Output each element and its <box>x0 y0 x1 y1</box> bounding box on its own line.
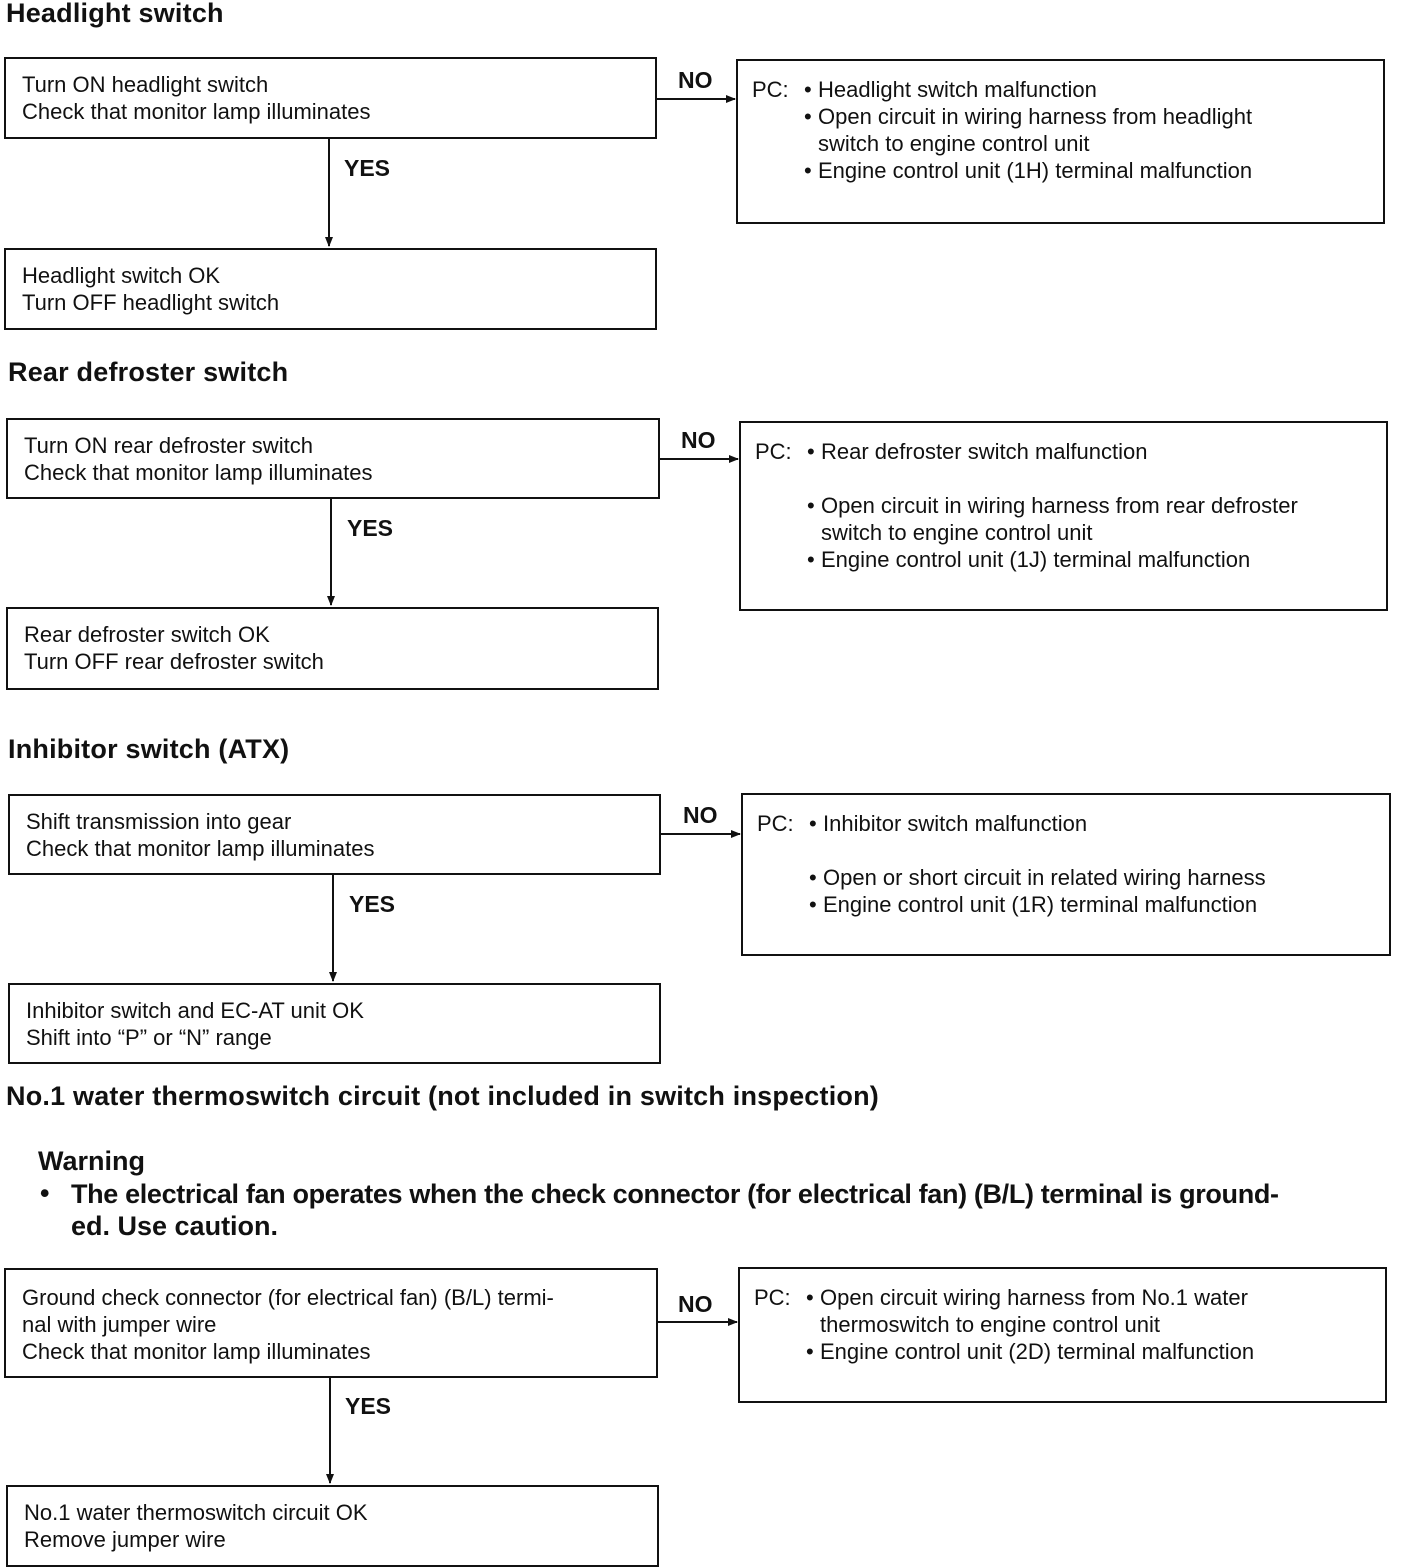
ok-line: Turn OFF rear defroster switch <box>24 649 324 674</box>
yes-label: YES <box>344 155 391 181</box>
check-line: Check that monitor lamp illuminates <box>24 460 373 485</box>
warning-text: The electrical fan operates when the che… <box>71 1178 1279 1242</box>
check-line: Check that monitor lamp illuminates <box>22 99 371 124</box>
pc-label: PC: <box>757 811 794 836</box>
pc-item: Open circuit in wiring harness from head… <box>804 103 1252 157</box>
check-box-water-thermoswitch: Ground check connector (for electrical f… <box>4 1268 658 1378</box>
pc-label: PC: <box>755 439 792 464</box>
pc-item: Inhibitor switch malfunction <box>809 810 1266 837</box>
ok-box-headlight: Headlight switch OK Turn OFF headlight s… <box>4 248 657 330</box>
check-line: Turn ON headlight switch <box>22 72 269 97</box>
pc-item: Open circuit in wiring harness from rear… <box>807 492 1298 546</box>
pc-item: Engine control unit (1J) terminal malfun… <box>807 546 1298 573</box>
yes-label: YES <box>347 515 394 541</box>
ok-line: Remove jumper wire <box>24 1527 226 1552</box>
warning-text-line: The electrical fan operates when the che… <box>71 1179 1279 1209</box>
check-box-inhibitor: Shift transmission into gear Check that … <box>8 794 661 875</box>
yes-label: YES <box>349 891 396 917</box>
check-box-headlight: Turn ON headlight switch Check that moni… <box>4 57 657 139</box>
no-label: NO <box>678 67 713 93</box>
check-line: Check that monitor lamp illuminates <box>22 1339 371 1364</box>
pc-item: Engine control unit (2D) terminal malfun… <box>806 1338 1254 1365</box>
pc-item: Engine control unit (1R) terminal malfun… <box>809 891 1266 918</box>
check-line: Shift transmission into gear <box>26 809 292 834</box>
check-box-rear-defroster: Turn ON rear defroster switch Check that… <box>6 418 660 499</box>
pc-item: Headlight switch malfunction <box>804 76 1252 103</box>
ok-box-water-thermoswitch: No.1 water thermoswitch circuit OK Remov… <box>6 1485 659 1567</box>
section-heading-inhibitor: Inhibitor switch (ATX) <box>8 734 290 764</box>
pc-box-water-thermoswitch: PC: Open circuit wiring harness from No.… <box>738 1267 1387 1403</box>
section-heading-water-thermoswitch: No.1 water thermoswitch circuit (not inc… <box>6 1081 879 1111</box>
section-heading-headlight: Headlight switch <box>6 0 224 28</box>
check-line: Check that monitor lamp illuminates <box>26 836 375 861</box>
ok-line: No.1 water thermoswitch circuit OK <box>24 1500 368 1525</box>
check-line: nal with jumper wire <box>22 1312 217 1337</box>
yes-label: YES <box>345 1393 392 1419</box>
check-line: Turn ON rear defroster switch <box>24 433 313 458</box>
ok-box-rear-defroster: Rear defroster switch OK Turn OFF rear d… <box>6 607 659 690</box>
warning-text-line: ed. Use caution. <box>71 1211 279 1241</box>
check-line: Ground check connector (for electrical f… <box>22 1285 554 1310</box>
pc-item: Open or short circuit in related wiring … <box>809 864 1266 891</box>
ok-line: Inhibitor switch and EC-AT unit OK <box>26 998 364 1023</box>
ok-line: Headlight switch OK <box>22 263 221 288</box>
no-label: NO <box>683 802 718 828</box>
no-label: NO <box>681 427 716 453</box>
pc-label: PC: <box>752 77 789 102</box>
ok-line: Turn OFF headlight switch <box>22 290 280 315</box>
warning-bullet: • <box>40 1178 50 1208</box>
no-label: NO <box>678 1291 713 1317</box>
pc-item: Rear defroster switch malfunction <box>807 438 1298 465</box>
pc-box-inhibitor: PC: Inhibitor switch malfunction Open or… <box>741 793 1391 956</box>
ok-box-inhibitor: Inhibitor switch and EC-AT unit OK Shift… <box>8 983 661 1064</box>
warning-title: Warning <box>38 1146 145 1176</box>
pc-item: Open circuit wiring harness from No.1 wa… <box>806 1284 1254 1338</box>
section-heading-rear-defroster: Rear defroster switch <box>8 357 289 387</box>
pc-item: Engine control unit (1H) terminal malfun… <box>804 157 1252 184</box>
pc-label: PC: <box>754 1285 791 1310</box>
pc-box-rear-defroster: PC: Rear defroster switch malfunction Op… <box>739 421 1388 611</box>
ok-line: Rear defroster switch OK <box>24 622 270 647</box>
pc-box-headlight: PC: Headlight switch malfunction Open ci… <box>736 59 1385 224</box>
ok-line: Shift into “P” or “N” range <box>26 1025 272 1050</box>
